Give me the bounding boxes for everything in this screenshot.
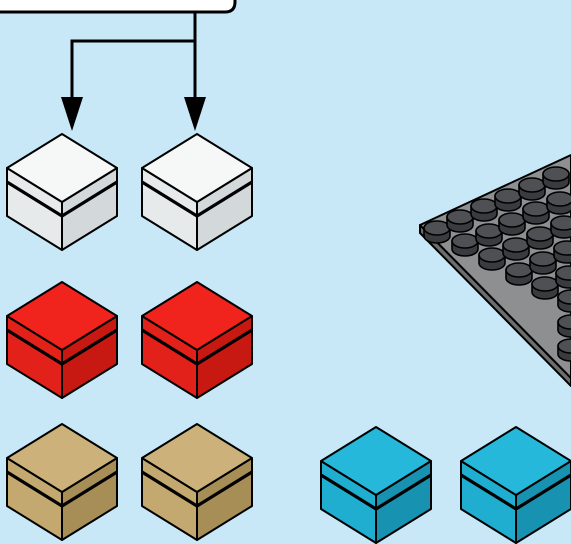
stud-icon xyxy=(446,209,474,233)
stud-icon xyxy=(502,237,530,261)
brick-azure xyxy=(320,426,432,544)
stud-icon xyxy=(475,223,503,247)
connector-arrows xyxy=(61,12,206,131)
stud-icon xyxy=(498,212,526,236)
arrow-head-icon xyxy=(61,97,83,131)
stud-icon xyxy=(546,191,571,215)
stud-icon xyxy=(553,240,571,264)
stud-icon xyxy=(518,177,546,201)
stud-icon xyxy=(557,314,571,338)
stud-icon xyxy=(494,188,522,212)
brick-white xyxy=(6,133,118,251)
stud-icon xyxy=(526,226,554,250)
stud-icon xyxy=(470,198,498,222)
arrow-head-icon xyxy=(184,97,206,131)
stud-icon xyxy=(423,220,451,244)
stud-icon xyxy=(531,276,559,300)
stud-icon xyxy=(557,338,571,362)
connector-line xyxy=(70,12,197,100)
stud-icon xyxy=(478,247,506,271)
callout-box xyxy=(0,0,237,14)
baseplate-studs xyxy=(423,166,571,362)
brick-tan xyxy=(6,423,118,541)
brick-tan xyxy=(141,423,253,541)
stud-icon xyxy=(542,166,570,190)
stud-icon xyxy=(557,289,571,313)
brick-red xyxy=(6,281,118,399)
stud-icon xyxy=(555,265,571,289)
brick-white xyxy=(141,133,253,251)
baseplate xyxy=(419,154,571,387)
stud-icon xyxy=(529,251,557,275)
stud-icon xyxy=(550,215,571,239)
stud-icon xyxy=(505,262,533,286)
brick-azure xyxy=(460,426,571,544)
stud-icon xyxy=(451,233,479,257)
brick-red xyxy=(141,281,253,399)
stud-icon xyxy=(522,201,550,225)
bricks xyxy=(6,133,571,544)
